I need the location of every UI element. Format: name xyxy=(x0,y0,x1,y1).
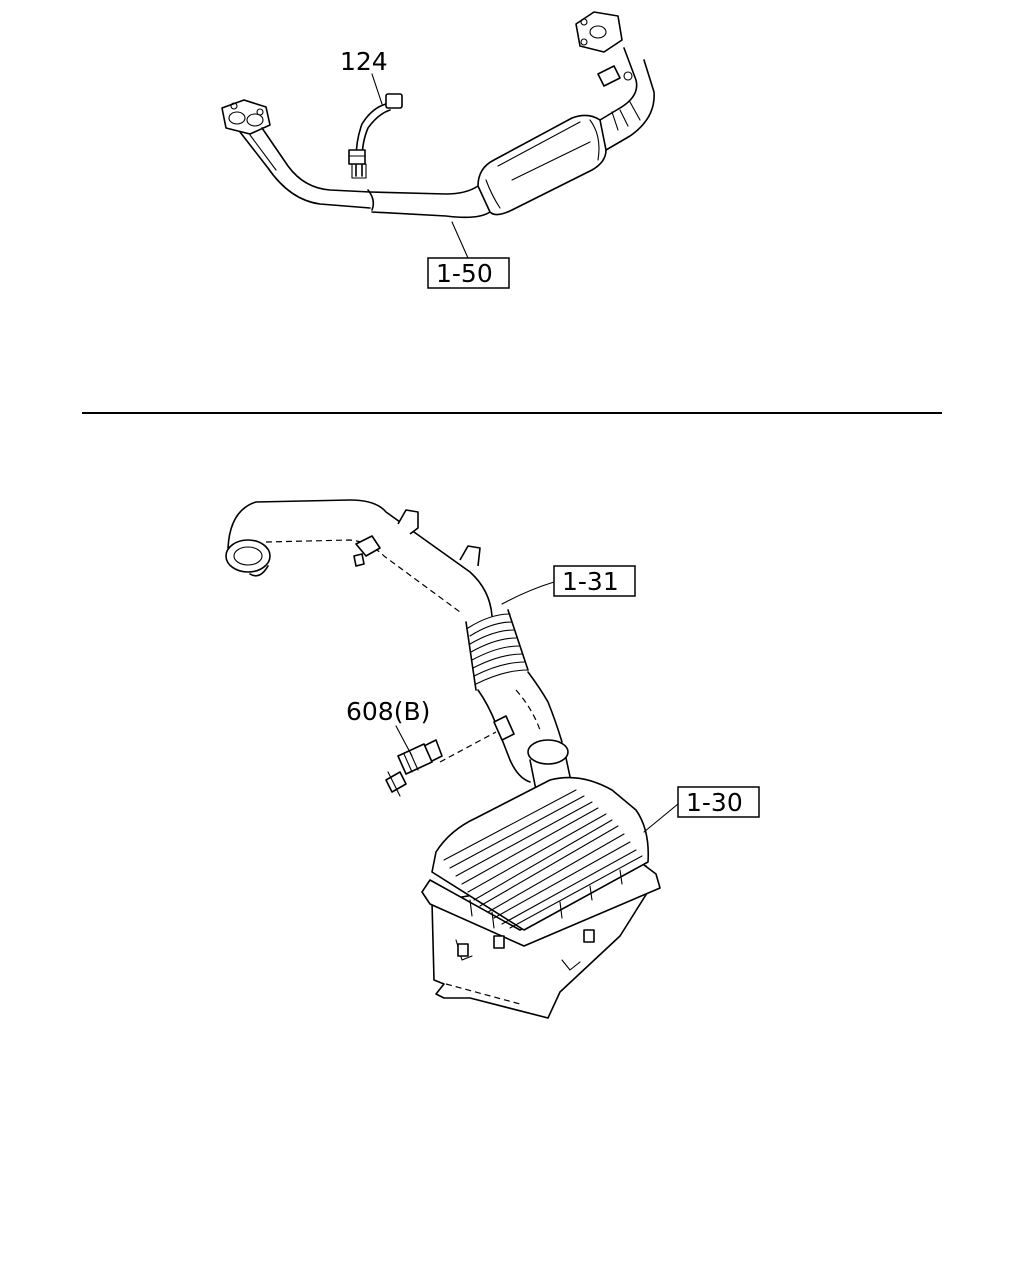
callout-608b: 608(B) xyxy=(346,697,430,726)
exhaust-front-pipe-assembly xyxy=(221,11,655,219)
callout-124: 124 xyxy=(340,47,388,76)
right-exhaust-flange xyxy=(575,11,623,53)
callout-box-1-31 xyxy=(553,565,636,597)
oxygen-sensor xyxy=(348,93,403,179)
callout-1-30: 1-30 xyxy=(686,788,743,817)
callout-leader-124 xyxy=(371,73,383,105)
callout-leader-1-50 xyxy=(451,221,469,259)
callout-leader-608b xyxy=(395,725,413,757)
callout-leader-1-30 xyxy=(643,803,679,833)
intake-air-temperature-sensor xyxy=(385,731,497,797)
callout-box-1-30 xyxy=(677,786,760,818)
left-exhaust-flange xyxy=(221,99,271,135)
air-cleaner-box xyxy=(421,776,661,1019)
callout-1-50: 1-50 xyxy=(436,259,493,288)
callout-leader-1-31 xyxy=(501,581,555,605)
callout-box-1-50 xyxy=(427,257,510,289)
catalytic-converter xyxy=(477,114,607,216)
duct-bellows xyxy=(465,609,529,691)
air-intake-duct xyxy=(225,499,573,791)
callout-1-31: 1-31 xyxy=(562,567,619,596)
